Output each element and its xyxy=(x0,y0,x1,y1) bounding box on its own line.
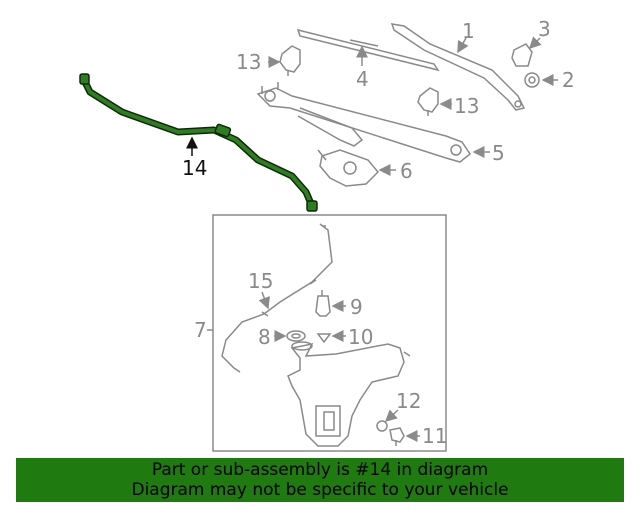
filler-cap-part-10 xyxy=(316,333,332,344)
callout-14: 14 xyxy=(182,156,207,180)
banner-line-2: Diagram may not be specific to your vehi… xyxy=(131,480,509,500)
nut-part-2 xyxy=(524,72,540,88)
callout-4: 4 xyxy=(356,67,369,91)
wiper-motor-part-6 xyxy=(317,149,380,187)
washer-nozzle-part-13-lower xyxy=(417,87,439,116)
callout-1: 1 xyxy=(462,19,475,43)
callout-10: 10 xyxy=(348,325,373,349)
washer-hose-part-14[interactable] xyxy=(79,73,318,212)
callout-6: 6 xyxy=(400,159,413,183)
callout-9: 9 xyxy=(350,295,363,319)
washer-pump-part-9 xyxy=(315,290,331,317)
callout-12: 12 xyxy=(396,389,421,413)
info-banner: Part or sub-assembly is #14 in diagram D… xyxy=(16,458,624,502)
wiper-linkage-part-5 xyxy=(256,82,472,163)
callout-15: 15 xyxy=(248,269,273,293)
callout-5: 5 xyxy=(492,141,505,165)
level-sensor-part-11 xyxy=(389,427,405,446)
grommet-part-8 xyxy=(286,330,306,342)
wiper-arm-part-1 xyxy=(390,23,526,111)
callout-11: 11 xyxy=(422,424,447,448)
washer-hose-part-15 xyxy=(221,223,333,373)
washer-nozzle-part-13-upper xyxy=(279,45,301,76)
callout-8: 8 xyxy=(258,325,271,349)
callout-13-upper: 13 xyxy=(236,50,261,74)
callout-7: 7 xyxy=(194,318,207,342)
reservoir-assembly-box-part-7 xyxy=(212,214,447,452)
banner-line-1: Part or sub-assembly is #14 in diagram xyxy=(151,460,489,480)
nut-cap-part-3 xyxy=(511,43,533,67)
callout-3: 3 xyxy=(538,17,551,41)
wiper-blade-part-4 xyxy=(296,28,440,72)
callout-2: 2 xyxy=(562,68,575,92)
seal-part-12 xyxy=(376,420,388,432)
callout-13-lower: 13 xyxy=(454,94,479,118)
washer-reservoir-tank xyxy=(287,341,411,447)
